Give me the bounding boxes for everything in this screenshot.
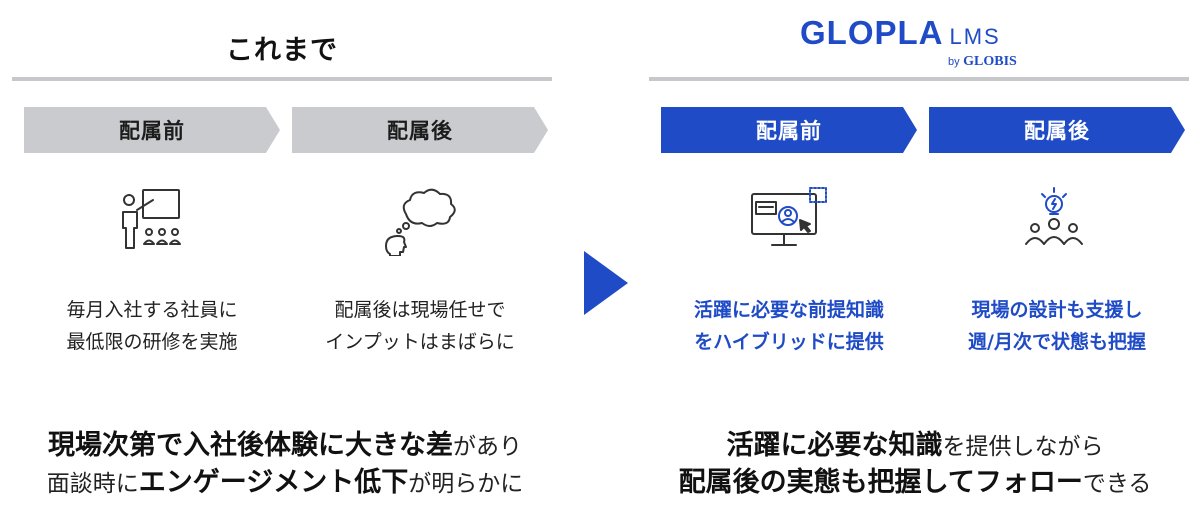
description-line: 週/月次で状態も把握 xyxy=(968,331,1146,353)
after-summary-line1: 活躍に必要な知識を提供しながら xyxy=(630,428,1200,465)
summary-strong: 配属後の実態も把握してフォロー xyxy=(678,467,1083,498)
monitor-elearning-icon xyxy=(748,186,830,252)
globis-byline: by GLOBIS xyxy=(948,54,1017,70)
presentation-teacher-icon xyxy=(115,186,187,254)
description-line: をハイブリッドに提供 xyxy=(694,331,884,353)
team-idea-icon xyxy=(1018,186,1090,250)
after-post-description: 現場の設計も支援し 週/月次で状態も把握 xyxy=(929,294,1185,358)
description-line: 毎月入社する社員に xyxy=(66,299,238,321)
logo-main-text: GLOPLA xyxy=(800,14,944,51)
summary-text: 面談時に xyxy=(46,471,139,497)
logo-by: by xyxy=(948,56,960,68)
after-divider xyxy=(649,77,1189,81)
after-summary: 活躍に必要な知識を提供しながら 配属後の実態も把握してフォローできる xyxy=(630,428,1200,502)
before-pre-label: 配属前 xyxy=(119,119,185,143)
summary-text: があり xyxy=(453,434,522,460)
thinking-person-icon xyxy=(382,186,458,256)
description-line: 活躍に必要な前提知識 xyxy=(693,299,884,321)
before-summary: 現場次第で入社後体験に大きな差があり 面談時にエンゲージメント低下が明らかに xyxy=(0,428,570,502)
before-heading: これまで xyxy=(226,35,338,66)
summary-text: できる xyxy=(1082,471,1152,497)
before-post-description: 配属後は現場任せで インプットはまばらに xyxy=(292,294,548,358)
summary-strong: 活躍に必要な知識 xyxy=(726,430,943,461)
summary-strong: 現場次第で入社後体験に大きな差 xyxy=(48,430,453,461)
after-summary-line2: 配属後の実態も把握してフォローできる xyxy=(630,465,1200,502)
before-pre-description: 毎月入社する社員に 最低限の研修を実施 xyxy=(24,294,280,358)
before-summary-line1: 現場次第で入社後体験に大きな差があり xyxy=(0,428,570,465)
before-pre-chevron: 配属前 xyxy=(24,107,280,153)
after-post-chevron: 配属後 xyxy=(929,107,1185,153)
summary-text: を提供しながら xyxy=(942,434,1104,460)
description-line: 最低限の研修を実施 xyxy=(66,331,238,353)
description-line: インプットはまばらに xyxy=(325,331,515,353)
after-pre-description: 活躍に必要な前提知識 をハイブリッドに提供 xyxy=(661,294,917,358)
after-pre-chevron: 配属前 xyxy=(661,107,917,153)
after-post-label: 配属後 xyxy=(1024,119,1090,143)
summary-text: が明らかに xyxy=(408,471,524,497)
before-post-chevron: 配属後 xyxy=(292,107,548,153)
description-line: 配属後は現場任せで xyxy=(334,299,506,321)
description-line: 現場の設計も支援し xyxy=(971,299,1143,321)
logo-suffix: LMS xyxy=(949,24,1001,49)
before-post-label: 配属後 xyxy=(387,119,453,143)
after-pre-label: 配属前 xyxy=(756,119,822,143)
transition-arrow-icon xyxy=(584,251,628,315)
logo-company: GLOBIS xyxy=(963,54,1017,69)
before-summary-line2: 面談時にエンゲージメント低下が明らかに xyxy=(0,465,570,502)
summary-strong: エンゲージメント低下 xyxy=(138,467,409,498)
before-divider xyxy=(12,77,552,81)
